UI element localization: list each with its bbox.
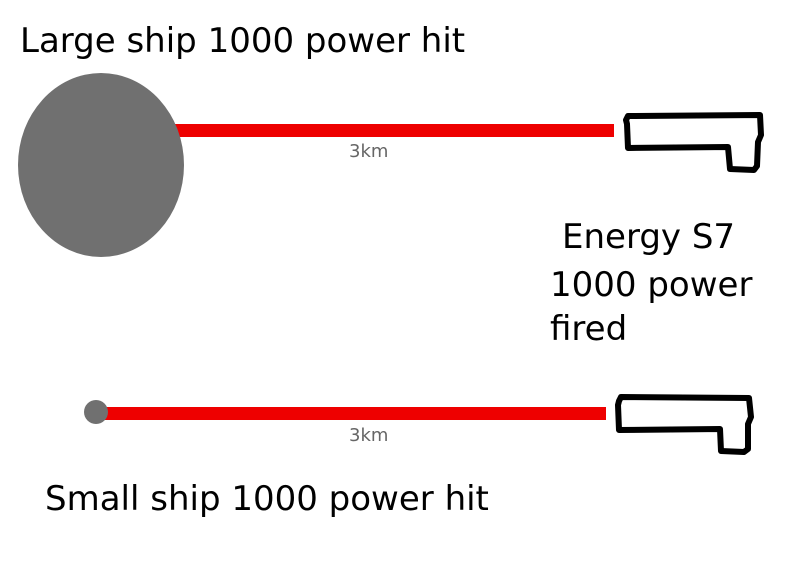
bottom-beam bbox=[100, 407, 606, 420]
weapon-name-label: Energy S7 bbox=[562, 217, 736, 257]
top-gun-icon bbox=[623, 112, 764, 173]
top-distance-label: 3km bbox=[349, 141, 389, 162]
weapon-power-label: 1000 power bbox=[550, 265, 753, 305]
large-ship-caption: Large ship 1000 power hit bbox=[20, 21, 466, 61]
weapon-fired-label: fired bbox=[550, 309, 628, 349]
top-beam bbox=[170, 124, 614, 137]
bottom-distance-label: 3km bbox=[349, 425, 389, 446]
bottom-gun-icon bbox=[615, 394, 754, 455]
large-ship-icon bbox=[18, 73, 184, 257]
small-ship-icon bbox=[84, 400, 108, 424]
small-ship-caption: Small ship 1000 power hit bbox=[45, 479, 489, 519]
